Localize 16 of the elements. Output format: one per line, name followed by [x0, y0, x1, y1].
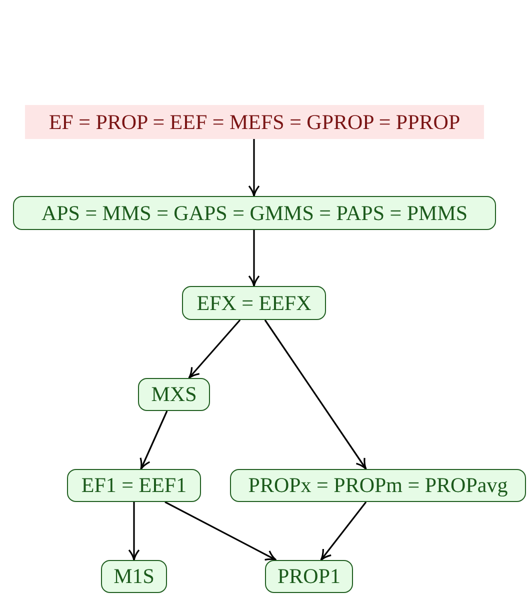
- node-text: PROP1: [277, 566, 341, 587]
- rounded-box: [101, 560, 167, 593]
- node-text: M1S: [114, 566, 154, 587]
- node-text: MXS: [151, 384, 197, 405]
- rounded-box: [67, 469, 201, 502]
- node-text: EFX = EEFX: [196, 292, 312, 314]
- highlighted-label-box: [25, 105, 484, 139]
- node-text: PROPx = PROPm = PROPavg: [248, 475, 508, 496]
- rounded-box: [230, 469, 526, 502]
- node-text: EF1 = EEF1: [81, 475, 187, 496]
- rounded-box: [182, 286, 326, 320]
- node-text: EF = PROP = EEF = MEFS = GPROP = PPROP: [48, 112, 460, 132]
- rounded-box: [13, 196, 496, 230]
- rounded-box: [265, 560, 353, 593]
- rounded-box: [138, 378, 210, 411]
- node-text: APS = MMS = GAPS = GMMS = PAPS = PMMS: [41, 202, 468, 224]
